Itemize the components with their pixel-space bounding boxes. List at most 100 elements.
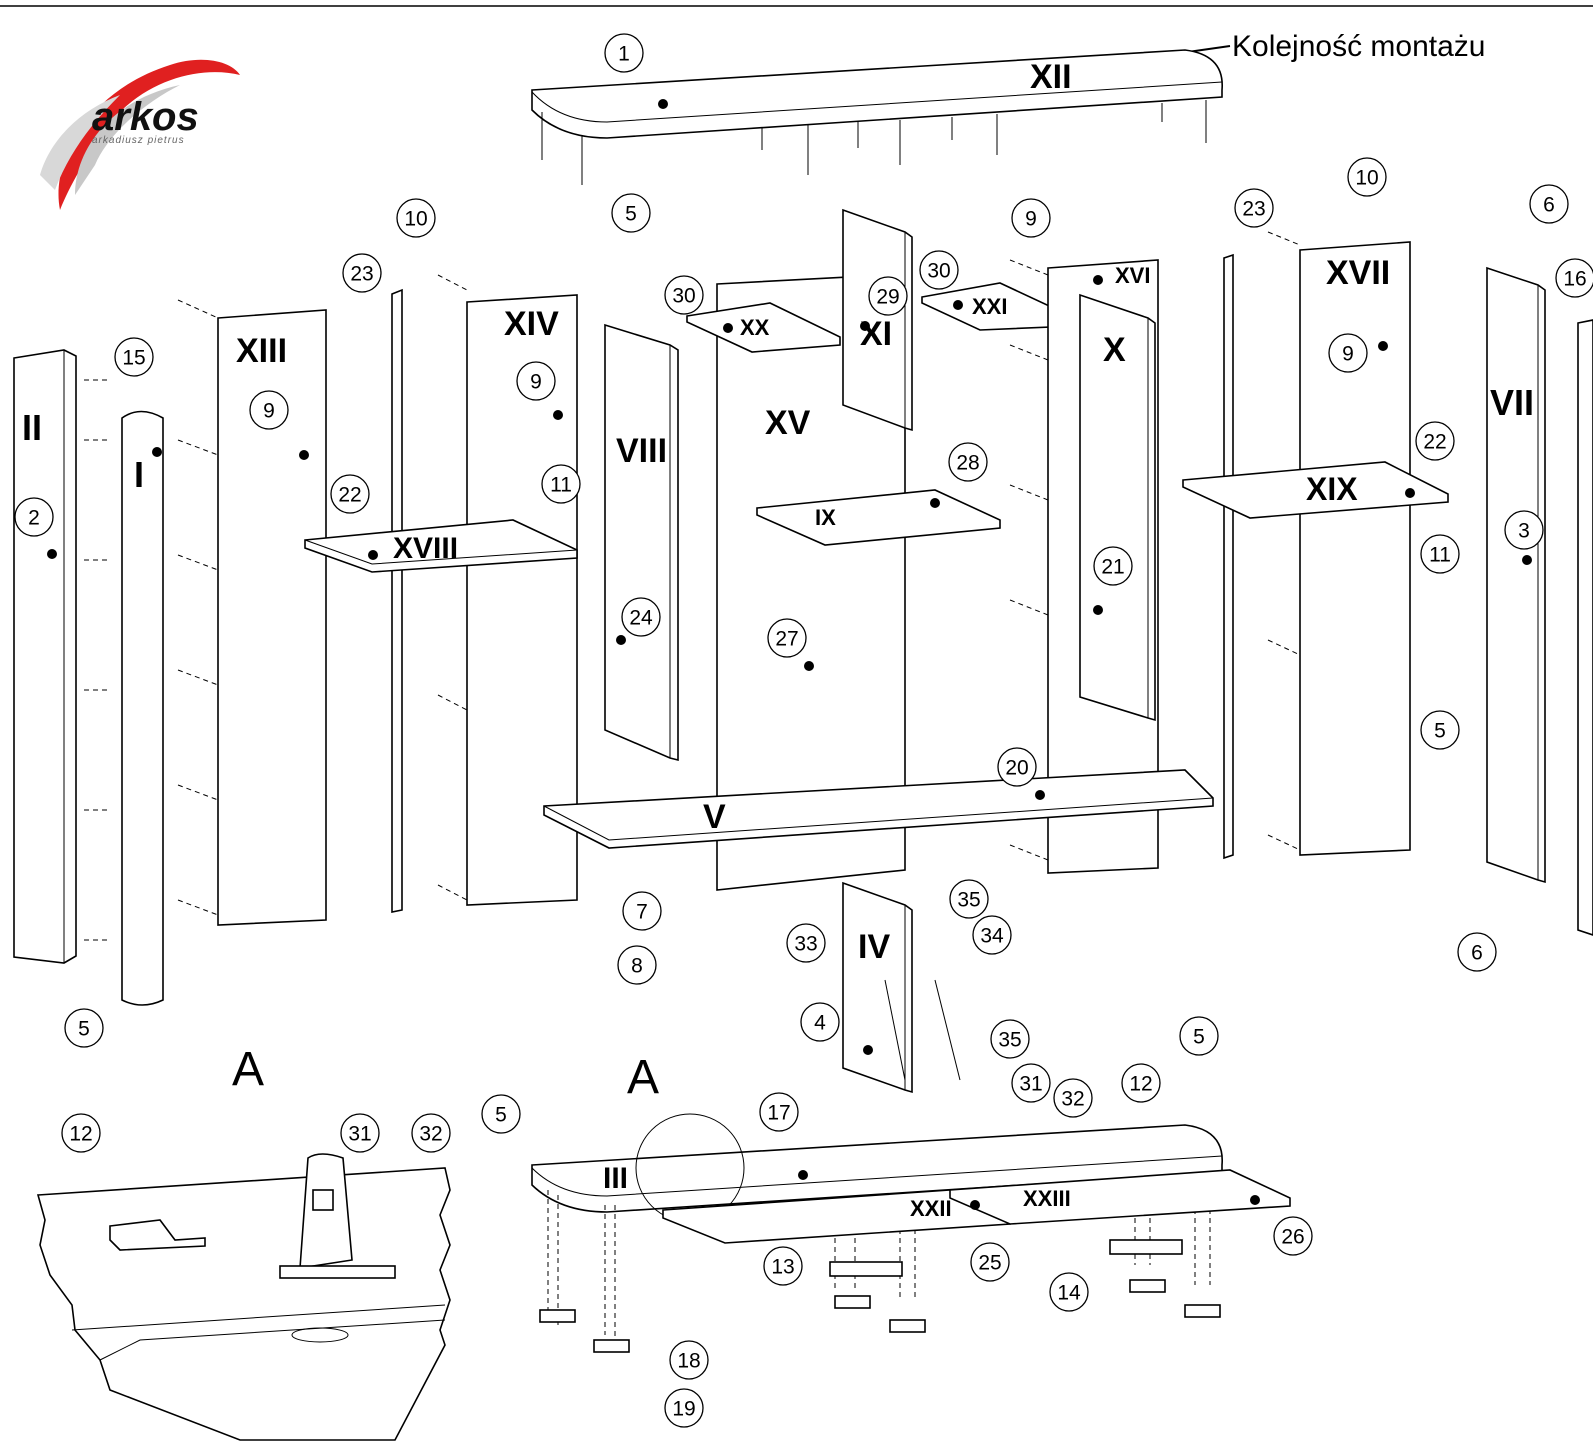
callout-circle (604, 33, 644, 73)
callout-9: 9 (1328, 333, 1368, 373)
callout-circle (997, 747, 1037, 787)
callout-circle (1179, 1016, 1219, 1056)
detail-a-marker: A (627, 1051, 659, 1104)
label-v: V (703, 798, 726, 836)
callout-number: 22 (338, 484, 361, 507)
panel-door-iv (842, 881, 961, 1094)
callout-19: 19 (664, 1388, 704, 1428)
callout-circle (249, 390, 289, 430)
callout-11: 11 (541, 464, 581, 504)
callout-5: 5 (611, 193, 651, 233)
shelf-v (543, 769, 1214, 849)
callout-circle (1011, 198, 1051, 238)
panel-door-xi (842, 208, 913, 432)
callout-26: 26 (1273, 1216, 1313, 1256)
label-ix: IX (815, 505, 836, 530)
callout-circle (330, 474, 370, 514)
callout-circle (970, 1242, 1010, 1282)
callout-23: 23 (1234, 188, 1274, 228)
callout-number: 8 (631, 955, 643, 978)
callout-5: 5 (64, 1008, 104, 1048)
detail-a-view (36, 1153, 451, 1441)
callout-number: 28 (956, 452, 979, 475)
callout-32: 32 (411, 1113, 451, 1153)
label-xvii: XVII (1326, 254, 1390, 292)
callout-22: 22 (1415, 421, 1455, 461)
callout-17: 17 (759, 1092, 799, 1132)
callout-number: 35 (998, 1029, 1021, 1052)
callout-circle (664, 1388, 704, 1428)
callout-16: 16 (1555, 258, 1593, 298)
callout-circle (669, 1340, 709, 1380)
callout-30: 30 (664, 275, 704, 315)
callout-number: 11 (1429, 544, 1451, 567)
label-x: X (1103, 331, 1126, 369)
label-xxi: XXI (972, 294, 1007, 319)
callout-number: 34 (980, 925, 1004, 948)
callout-10: 10 (396, 198, 436, 238)
callout-32: 32 (1053, 1078, 1093, 1118)
callout-circle (61, 1113, 101, 1153)
callout-number: 12 (69, 1123, 92, 1146)
callout-circle (1234, 188, 1274, 228)
callout-circle (342, 253, 382, 293)
callout-circle (481, 1094, 521, 1134)
callout-circle (1415, 421, 1455, 461)
callout-circle (340, 1113, 380, 1153)
callout-circle (541, 464, 581, 504)
callout-number: 5 (1434, 720, 1446, 743)
callout-circle (972, 915, 1012, 955)
panel-top-xii (531, 49, 1223, 185)
callout-number: 10 (404, 208, 427, 231)
callout-25: 25 (970, 1242, 1010, 1282)
callout-circle (800, 1002, 840, 1042)
callout-number: 27 (775, 628, 798, 651)
callout-15: 15 (114, 337, 154, 377)
callout-33: 33 (786, 923, 826, 963)
label-xv: XV (765, 404, 811, 442)
callout-2: 2 (14, 497, 54, 537)
callout-number: 33 (794, 933, 817, 956)
callout-31: 31 (1011, 1063, 1051, 1103)
callout-number: 6 (1471, 942, 1483, 965)
callout-14: 14 (1049, 1272, 1089, 1312)
callout-circle (1420, 534, 1460, 574)
callout-9: 9 (516, 361, 556, 401)
callout-23: 23 (342, 253, 382, 293)
label-viii: VIII (616, 432, 667, 470)
panel-back-xvii (1267, 231, 1411, 856)
callout-29: 29 (868, 276, 908, 316)
callout-10: 10 (1347, 157, 1387, 197)
callout-circle (14, 497, 54, 537)
callout-6: 6 (1457, 932, 1497, 972)
callout-4: 4 (800, 1002, 840, 1042)
callout-number: 19 (672, 1398, 695, 1421)
feet (539, 1239, 1221, 1353)
strip-23-right (1223, 253, 1234, 860)
callout-27: 27 (767, 618, 807, 658)
callout-number: 32 (1061, 1088, 1084, 1111)
callout-circle (1093, 546, 1133, 586)
callout-number: 14 (1057, 1282, 1081, 1305)
callout-number: 23 (350, 263, 373, 286)
callout-circle (1347, 157, 1387, 197)
label-xiv: XIV (504, 305, 559, 343)
callout-9: 9 (1011, 198, 1051, 238)
label-vii: VII (1490, 382, 1534, 423)
callout-circle (1011, 1063, 1051, 1103)
callout-number: 30 (927, 260, 950, 283)
callout-number: 17 (767, 1102, 790, 1125)
callout-1: 1 (604, 33, 644, 73)
callout-circle (1053, 1078, 1093, 1118)
panel-side-vii (1486, 266, 1546, 884)
callout-number: 29 (876, 286, 899, 309)
callout-number: 9 (1342, 343, 1354, 366)
callout-circle (1555, 258, 1593, 298)
callout-circle (990, 1019, 1030, 1059)
callout-circle (1121, 1063, 1161, 1103)
detail-a-title: A (232, 1043, 264, 1096)
panel-back-xiii (177, 299, 327, 926)
logo-brand-text: arkos (92, 95, 199, 139)
callout-31: 31 (340, 1113, 380, 1153)
